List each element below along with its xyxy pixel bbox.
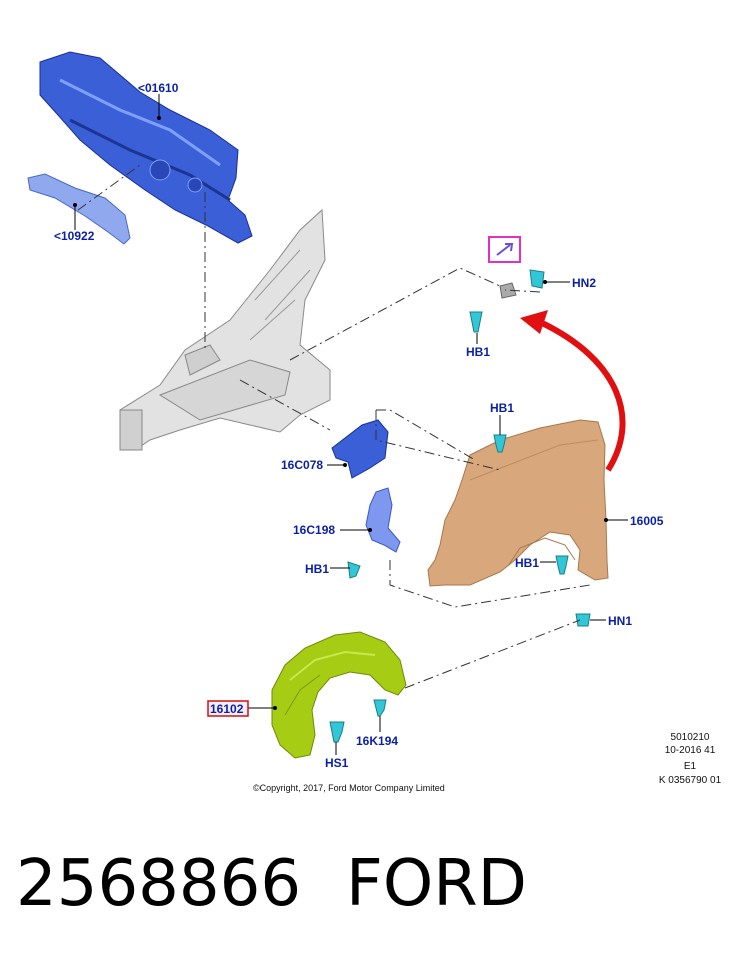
callout-crossmember: <10922 <box>54 229 95 243</box>
wheelhouse-liner-part <box>271 631 407 759</box>
body-structure-part <box>119 208 331 451</box>
leader-lines <box>73 94 628 755</box>
part-number: 2568866 <box>16 847 301 921</box>
fastener-hb1-fender-top <box>493 434 507 453</box>
highlight-box <box>488 236 521 263</box>
liner-label-box <box>207 700 249 717</box>
callout-fender: 16005 <box>630 514 664 528</box>
callout-bracket-c198: 16C198 <box>293 523 335 537</box>
callout-hb1-left: HB1 <box>305 562 329 576</box>
hinge-bracket-part <box>499 282 517 299</box>
code-line-4: K 0356790 01 <box>659 775 722 786</box>
callout-hb1-top: HB1 <box>466 345 490 359</box>
code-line-1: 5010210 <box>671 732 710 743</box>
callout-hn1: HN1 <box>608 614 632 628</box>
bracket-16c198-part <box>365 487 401 553</box>
fastener-hs1 <box>329 721 345 743</box>
red-arrow <box>520 310 626 472</box>
fasteners <box>329 269 591 743</box>
dash-panel-part <box>39 51 253 244</box>
fastener-k194 <box>373 699 387 717</box>
brand-name: FORD <box>346 847 527 921</box>
connection-lines <box>77 164 591 689</box>
callout-hn2: HN2 <box>572 276 596 290</box>
bracket-16c078-part <box>331 419 389 479</box>
fender-part <box>427 419 609 587</box>
callout-bracket-c078: 16C078 <box>281 458 323 472</box>
callout-hb1-fender-top: HB1 <box>490 401 514 415</box>
fastener-hb1-top <box>469 311 483 333</box>
callout-hb1-fender-right: HB1 <box>515 556 539 570</box>
fastener-hn2 <box>529 269 545 289</box>
code-line-2: 10-2016 41 <box>665 745 716 756</box>
code-line-3: E1 <box>684 761 697 772</box>
fastener-hn1 <box>575 613 591 627</box>
callout-hs1: HS1 <box>325 756 349 770</box>
fastener-hb1-fender-right <box>555 555 569 575</box>
copyright-text: ©Copyright, 2017, Ford Motor Company Lim… <box>253 783 445 793</box>
callout-dash-panel: <01610 <box>138 81 179 95</box>
callout-clip-k194: 16K194 <box>356 734 398 748</box>
callout-wheelhouse-liner: 16102 <box>210 702 244 716</box>
fastener-hb1-left <box>347 561 361 579</box>
